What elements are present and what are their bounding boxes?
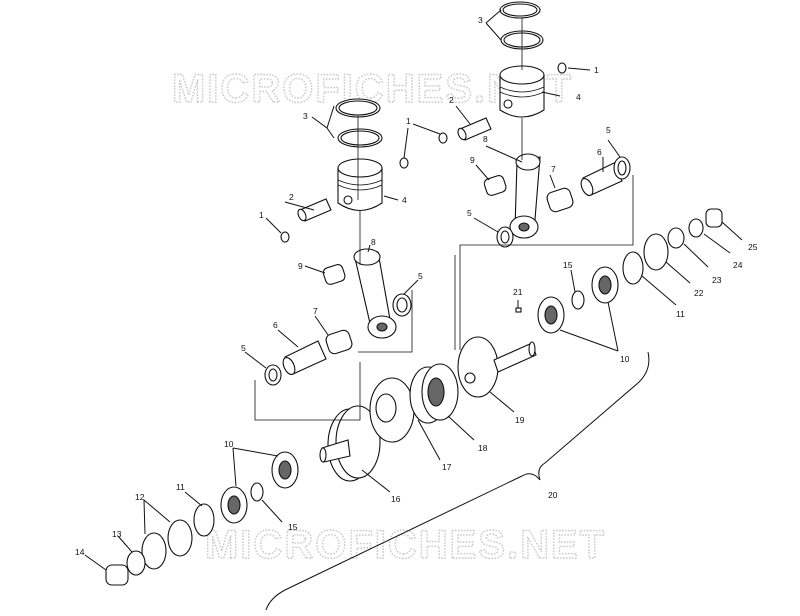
callout-3: 3 — [478, 15, 483, 25]
washer-23 — [667, 227, 685, 249]
callout-7: 7 — [551, 164, 556, 174]
callout-13: 13 — [112, 529, 122, 539]
callout-5: 5 — [418, 271, 423, 281]
callout-15: 15 — [288, 522, 298, 532]
seal-left-12b — [141, 532, 167, 570]
callout-5: 5 — [241, 343, 246, 353]
callout-24: 24 — [733, 260, 743, 270]
leader-lines — [84, 9, 743, 571]
callout-16: 16 — [391, 494, 401, 504]
crank-web-19 — [457, 336, 499, 398]
callout-12: 12 — [135, 492, 145, 502]
big-end-bearing-right — [546, 187, 574, 213]
callout-25: 25 — [748, 242, 758, 252]
woodruff-key — [515, 307, 522, 313]
circlip-left-b — [399, 157, 409, 169]
circlip-right-b — [557, 62, 567, 74]
callout-1: 1 — [259, 210, 264, 220]
callout-2: 2 — [289, 192, 294, 202]
callout-1: 1 — [594, 65, 599, 75]
callout-2: 2 — [449, 95, 454, 105]
collar-25 — [705, 208, 723, 228]
callouts: 3 2 4 1 1 9 8 5 7 6 5 3 1 4 2 8 9 7 5 6 … — [75, 15, 758, 557]
collar-14 — [105, 564, 129, 586]
callout-6: 6 — [597, 147, 602, 157]
left-end-parts — [105, 451, 299, 586]
small-end-bearing-left — [322, 264, 346, 285]
crank-stub — [493, 342, 537, 373]
assembly-guides — [254, 18, 650, 611]
seal-right-22 — [643, 233, 669, 271]
washer-right-15 — [571, 290, 585, 310]
callout-15: 15 — [563, 260, 573, 270]
right-end-parts — [537, 208, 723, 334]
seal-24 — [688, 218, 704, 238]
callout-22: 22 — [694, 288, 704, 298]
callout-21: 21 — [513, 287, 523, 297]
seal-left-12a — [167, 519, 193, 557]
small-end-bearing-right — [483, 175, 507, 196]
o-ring-13 — [126, 550, 146, 576]
callout-10: 10 — [620, 354, 630, 364]
washer-left-15 — [250, 482, 264, 502]
callout-17: 17 — [442, 462, 452, 472]
callout-9: 9 — [298, 261, 303, 271]
callout-1: 1 — [406, 116, 411, 126]
callout-8: 8 — [483, 134, 488, 144]
callout-23: 23 — [712, 275, 722, 285]
callout-5: 5 — [606, 125, 611, 135]
circlip-left-a — [280, 231, 290, 243]
callout-10: 10 — [224, 439, 234, 449]
callout-14: 14 — [75, 547, 85, 557]
callout-8: 8 — [371, 237, 376, 247]
callout-3: 3 — [303, 111, 308, 121]
circlip-right-a — [438, 132, 448, 144]
left-piston-group — [264, 98, 448, 386]
snap-ring-right — [622, 251, 644, 285]
right-piston-group — [457, 1, 631, 248]
callout-20: 20 — [548, 490, 558, 500]
callout-9: 9 — [470, 155, 475, 165]
callout-5: 5 — [467, 208, 472, 218]
callout-4: 4 — [402, 195, 407, 205]
callout-4: 4 — [576, 92, 581, 102]
snap-ring-left — [193, 503, 215, 537]
callout-11: 11 — [176, 482, 185, 492]
big-end-bearing-left — [325, 329, 353, 355]
callout-7: 7 — [313, 306, 318, 316]
callout-18: 18 — [478, 443, 488, 453]
callout-19: 19 — [515, 415, 525, 425]
watermark-bottom: MICROFICHES.NET — [205, 523, 606, 567]
crankshaft-assembly — [319, 307, 537, 482]
callout-11: 11 — [676, 309, 685, 319]
callout-6: 6 — [273, 320, 278, 330]
